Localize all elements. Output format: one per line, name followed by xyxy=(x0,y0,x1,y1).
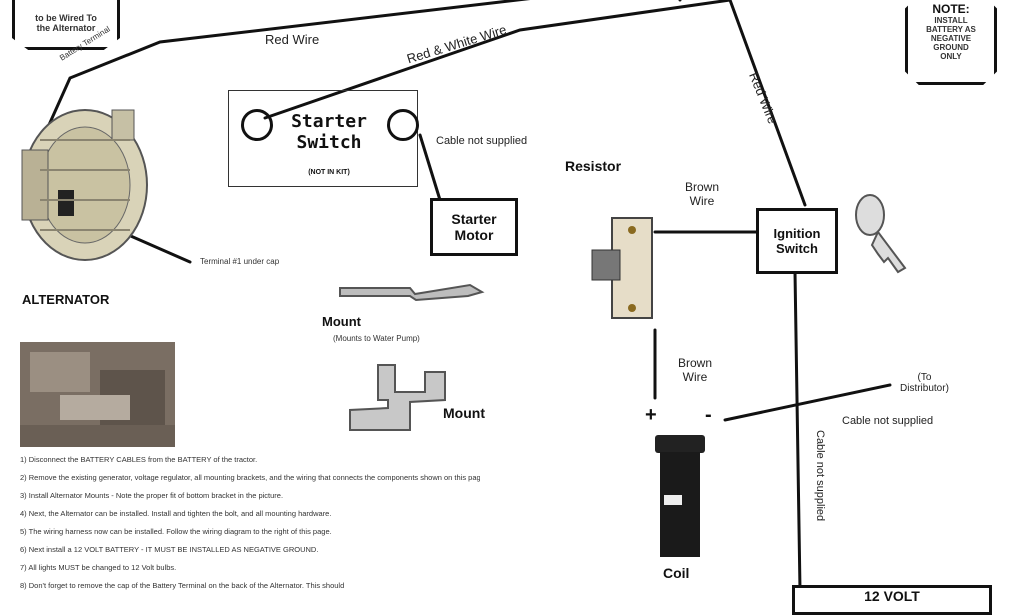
red-white-wire xyxy=(263,0,732,120)
note-line: BATTERY AS xyxy=(926,25,976,34)
mount-2-image xyxy=(349,364,446,431)
step-item: 8) Don't forget to remove the cap of the… xyxy=(20,582,345,590)
step-item: 2) Remove the existing generator, voltag… xyxy=(20,474,480,482)
step-item: 1) Disconnect the BATTERY CABLES from th… xyxy=(20,456,258,464)
top-right-note: NOTE: INSTALL BATTERY AS NEGATIVE GROUND… xyxy=(905,0,997,85)
note-line-1: to be Wired To xyxy=(35,13,97,23)
brown-wire-top-label: Brown Wire xyxy=(685,180,720,208)
step-item: 4) Next, the Alternator can be installed… xyxy=(20,510,332,518)
note-line: ONLY xyxy=(940,52,962,61)
red-wire-top-label: Red Wire xyxy=(265,32,320,47)
starter-motor-box: Starter Motor xyxy=(430,198,518,256)
cable-not-supplied-starter: Cable not supplied xyxy=(436,135,528,147)
note-title: NOTE: xyxy=(932,2,970,16)
step-item: 7) All lights MUST be changed to 12 Volt… xyxy=(20,564,177,572)
resistor-label: Resistor xyxy=(565,158,622,174)
alternator-image xyxy=(21,109,148,261)
alternator-label: ALTERNATOR xyxy=(22,292,110,307)
coil-label: Coil xyxy=(663,565,690,581)
note-line: INSTALL xyxy=(934,16,968,25)
coil-image xyxy=(655,435,705,557)
switch-terminal-left xyxy=(241,109,273,141)
mount-1-label: Mount xyxy=(322,314,361,329)
step-item: 5) The wiring harness now can be install… xyxy=(20,528,332,536)
note-line: NEGATIVE xyxy=(930,34,972,43)
starter-cable xyxy=(418,133,442,202)
cable-not-supplied-coil: Cable not supplied xyxy=(842,415,934,427)
step-item: 6) Next install a 12 VOLT BATTERY - IT M… xyxy=(20,546,319,554)
switch-terminal-right xyxy=(387,109,419,141)
ignition-vertical xyxy=(793,270,802,592)
coil-plus: + xyxy=(645,404,657,426)
note-line: GROUND xyxy=(933,43,969,52)
resistor-image xyxy=(591,217,653,319)
coil-minus: - xyxy=(705,404,712,426)
coil-cable xyxy=(723,383,892,422)
note-line-2: the Alternator xyxy=(36,23,96,33)
mount-2-label: Mount xyxy=(443,405,485,421)
instruction-steps: 1) Disconnect the BATTERY CABLES from th… xyxy=(20,456,480,600)
red-wire-top xyxy=(38,0,531,147)
mount-1-image xyxy=(339,283,485,302)
cable-not-supplied-vertical: Cable not supplied xyxy=(814,430,826,522)
top-left-note: to be Wired To the Alternator xyxy=(12,0,120,50)
wiring-lines xyxy=(20,0,907,592)
starter-switch-panel: Starter Switch (NOT IN KIT) xyxy=(228,90,419,187)
red-wire-right xyxy=(728,0,807,207)
key-image xyxy=(855,194,907,274)
mount-photo xyxy=(20,342,175,447)
brown-wire-bottom-label: Brown Wire xyxy=(678,356,713,384)
to-distributor-label: (To Distributor) xyxy=(900,372,949,394)
step-item: 3) Install Alternator Mounts - Note the … xyxy=(20,492,284,500)
mount-1-sub: (Mounts to Water Pump) xyxy=(333,334,420,343)
terminal-note: Terminal #1 under cap xyxy=(200,257,280,266)
starter-switch-title: Starter Switch xyxy=(291,111,367,153)
starter-switch-sub: (NOT IN KIT) xyxy=(308,169,350,176)
battery-box: 12 VOLT xyxy=(792,585,992,615)
ignition-switch-box: Ignition Switch xyxy=(756,208,838,274)
